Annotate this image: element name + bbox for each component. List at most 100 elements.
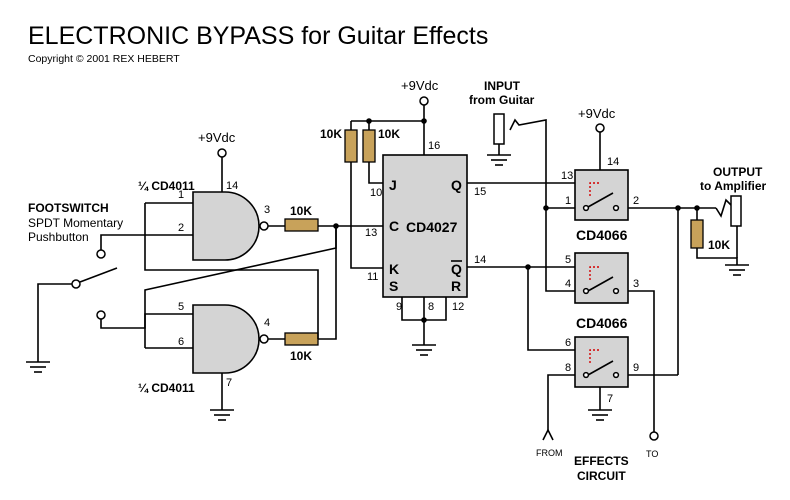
pin-name-q: Q (451, 177, 462, 193)
pin-label: 3 (633, 278, 639, 290)
wire-g2-out-to-g1-in1 (144, 203, 319, 339)
pin-label: 14 (607, 156, 619, 168)
footswitch: FOOTSWITCH SPDT Momentary Pushbutton (26, 201, 172, 373)
pin-name-k: K (389, 261, 399, 277)
effects-to-label: TO (646, 449, 658, 459)
resistor-value: 10K (320, 127, 342, 141)
effects-from-terminal (542, 428, 554, 441)
nand-gate-top: +9Vdc 14 ¼ CD4011 1 2 3 10K (138, 130, 383, 261)
nand-top-part-label: ¼ CD4011 (138, 179, 195, 193)
ground-symbol-nand (210, 409, 234, 421)
footswitch-desc-2: Pushbutton (28, 230, 89, 244)
pin-name-c: C (389, 218, 399, 234)
pin-label: 5 (565, 254, 571, 266)
effects-circuit-label-1: EFFECTS (574, 454, 629, 468)
copyright-notice: Copyright © 2001 REX HEBERT (28, 53, 180, 65)
pin-name-r: R (451, 278, 461, 294)
flipflop-body (382, 154, 468, 298)
pin-label: 6 (565, 337, 571, 349)
nand-bottom-bubble (259, 334, 269, 344)
pin-label: 10 (370, 187, 382, 199)
pin-label: 1 (178, 189, 184, 201)
resistor-value: 10K (378, 127, 400, 141)
pin-label: 9 (396, 301, 402, 313)
input-title: INPUT (484, 79, 521, 93)
footswitch-common-contact (71, 279, 81, 289)
cd4066-switch-b (574, 252, 629, 304)
wire-fs-to-g2-pin5 (100, 313, 172, 329)
cross-coupling-wires (144, 203, 337, 348)
footswitch-title: FOOTSWITCH (28, 201, 109, 215)
footswitch-blade (79, 267, 118, 283)
pin-label: 7 (226, 377, 232, 389)
resistor-j-pullup (362, 129, 376, 163)
pin-name-j: J (389, 177, 397, 193)
cd4066-part-label-a: CD4066 (576, 227, 628, 243)
effects-from-label: FROM (536, 448, 563, 458)
effects-to-terminal (649, 431, 659, 441)
ground-symbol-output (725, 264, 749, 276)
ground-symbol-cd4066 (588, 409, 612, 421)
ground-symbol-footswitch (26, 361, 50, 373)
pin-label: 8 (565, 362, 571, 374)
resistor-value: 10K (290, 349, 312, 363)
cd4066-part-label-b: CD4066 (576, 315, 628, 331)
vcc-terminal-nand (217, 148, 227, 158)
effects-circuit-label-2: CIRCUIT (577, 469, 626, 483)
pin-label: 15 (474, 186, 486, 198)
pin-label: 13 (365, 227, 377, 239)
nand-gate-bottom: 5 6 4 10K 7 ¼ CD4011 (138, 226, 337, 421)
cd4066-switch-a (574, 169, 629, 221)
pin-label: 1 (565, 195, 571, 207)
flipflop-cd4027: +9Vdc 16 10K 10K 10 13 11 CD4027 J C K S… (320, 78, 575, 356)
vcc-terminal-cd4066 (595, 123, 605, 133)
wire-fs-to-g1-pin2 (100, 234, 172, 250)
input-subtitle: from Guitar (469, 93, 535, 107)
output-subtitle: to Amplifier (700, 179, 767, 193)
input-jack: INPUT from Guitar (469, 79, 575, 292)
ground-symbol-flipflop (412, 344, 436, 356)
wire-input-to-switches (509, 118, 575, 292)
wire-fs-common-to-ground (37, 283, 72, 362)
diagram-title: ELECTRONIC BYPASS for Guitar Effects (28, 22, 488, 50)
pin-label: 2 (633, 195, 639, 207)
vcc-label-flipflop: +9Vdc (401, 78, 439, 93)
output-title: OUTPUT (713, 165, 763, 179)
pin-label: 6 (178, 336, 184, 348)
vcc-label-cd4066: +9Vdc (578, 106, 616, 121)
footswitch-contact-bottom (96, 310, 106, 320)
vcc-terminal-flipflop (419, 96, 429, 106)
cd4066-switch-c (574, 336, 629, 388)
resistor-value: 10K (708, 238, 730, 252)
footswitch-contact-top (96, 249, 106, 259)
resistor-nand-feedback (284, 332, 319, 346)
pin-label: 7 (607, 393, 613, 405)
pin-label: 2 (178, 222, 184, 234)
nand-bottom-part-label: ¼ CD4011 (138, 381, 195, 395)
resistor-k-pullup (344, 129, 358, 163)
output-wiring: TO FROM EFFECTS CIRCUIT 10K OUTPUT to Am… (536, 165, 767, 483)
pin-name-qbar: Q (451, 261, 462, 277)
resistor-output-pulldown (690, 219, 704, 249)
pin-label: 11 (367, 271, 378, 283)
pin-label: 14 (226, 180, 238, 192)
resistor-value: 10K (290, 204, 312, 218)
pin-label: 8 (428, 301, 434, 313)
footswitch-desc-1: SPDT Momentary (28, 216, 123, 230)
wire-g1-out-to-g2-in2 (144, 226, 337, 348)
pin-label: 5 (178, 301, 184, 313)
resistor-nand-output (284, 218, 319, 232)
nand-top-bubble (259, 221, 269, 231)
input-jack-body (493, 113, 505, 145)
pin-label: 4 (565, 278, 571, 290)
pin-label: 3 (264, 204, 270, 216)
pin-label: 12 (452, 301, 464, 313)
pin-label: 14 (474, 254, 486, 266)
pin-label: 9 (633, 362, 639, 374)
flipflop-part-label: CD4027 (406, 219, 458, 235)
cd4066-switches: +9Vdc 14 13 1 2 CD4066 5 4 3 CD4066 6 8 … (561, 106, 639, 421)
pin-label: 16 (428, 140, 440, 152)
nand-top-body (192, 191, 260, 261)
vcc-label-nand: +9Vdc (198, 130, 236, 145)
